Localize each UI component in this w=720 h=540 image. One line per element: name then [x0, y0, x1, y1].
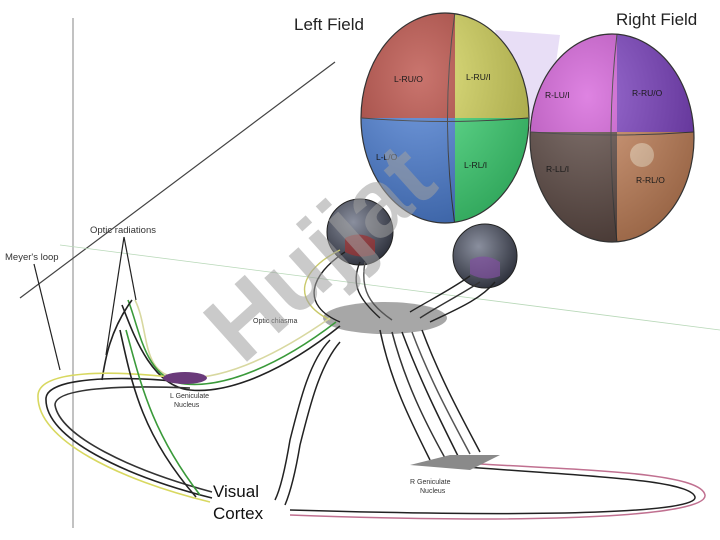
right-field-lower-right-label: R-RL/O: [636, 175, 665, 185]
left-eye: [326, 198, 394, 266]
optic-chiasma-label: Optic chiasma: [253, 318, 297, 325]
right-field-upper-left-label: R-LU/I: [545, 90, 570, 100]
left-field-upper-left-label: L-RU/O: [394, 74, 423, 84]
visual-cortex-label-line1: Visual: [213, 482, 259, 501]
left-field-upper-right-label: L-RU/I: [466, 72, 491, 82]
meyers-loop-label: Meyer's loop: [5, 252, 59, 263]
l-geniculate-shape: [163, 372, 207, 384]
left-field-lower-right-label: L-RL/I: [464, 160, 487, 170]
watermark: Hujjat: [185, 124, 455, 382]
right-field-lower-left-label: R-LL/I: [546, 164, 569, 174]
l-geniculate-label-line2: Nucleus: [174, 402, 200, 409]
left-optic-radiation: [37, 299, 341, 503]
horizon-line: [59, 244, 720, 331]
r-geniculate-label-line2: Nucleus: [420, 488, 446, 495]
right-field-upper-right-label: R-RU/O: [632, 88, 663, 98]
right-field-title: Right Field: [616, 10, 697, 29]
left-field-lower-left-label: L-L/O: [376, 152, 398, 162]
r-geniculate-label-line1: R Geniculate: [410, 479, 451, 486]
left-field-title: Left Field: [294, 15, 364, 34]
l-geniculate-label-line1: L Geniculate: [170, 393, 209, 400]
right-eye: [452, 223, 518, 289]
diagonal-line: [19, 61, 336, 299]
r-geniculate-shape: [410, 455, 500, 470]
optic-nerve-fibres: [303, 249, 496, 323]
right-optic-radiation: [274, 329, 706, 520]
visual-cortex-label-line2: Cortex: [213, 504, 264, 523]
left-field-sphere: [361, 13, 529, 223]
optic-chiasma-disc: [323, 302, 447, 334]
optic-radiations-label: Optic radiations: [90, 225, 156, 236]
